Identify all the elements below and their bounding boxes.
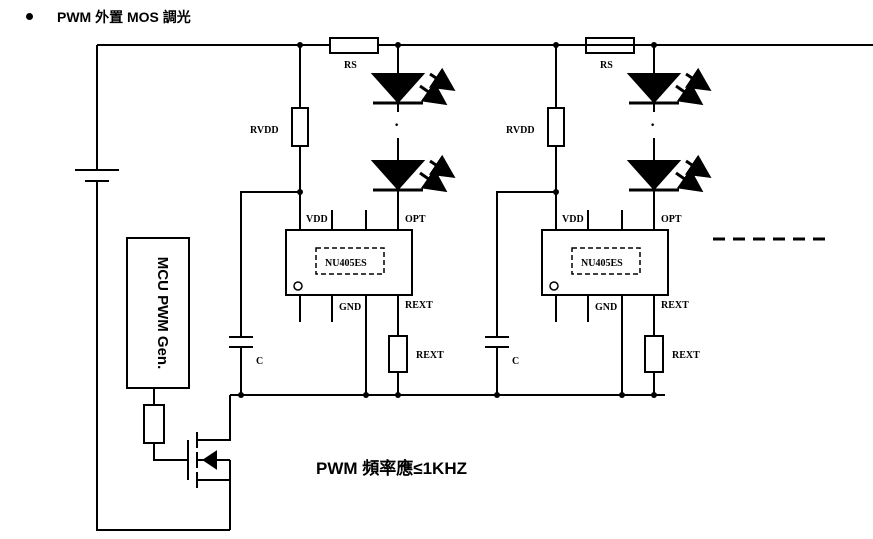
rext-resistor-label: REXT (416, 350, 444, 361)
vdd-pin-label: VDD (306, 214, 328, 225)
cap-label: C (256, 356, 263, 367)
vdd-pin-label: VDD (562, 214, 584, 225)
rext-resistor (388, 335, 408, 373)
rext-resistor (644, 335, 664, 373)
chip-marking-box (571, 247, 641, 275)
freq-note: PWM 頻率應≤1KHZ (316, 458, 467, 478)
light-arrow-icon (675, 168, 704, 193)
chip-marking-box (315, 247, 385, 275)
chip-body (541, 229, 669, 296)
gnd-pin-label: GND (339, 302, 361, 313)
cap-label: C (512, 356, 519, 367)
light-arrow-icon (684, 67, 712, 91)
junction-dot (395, 392, 401, 398)
battery-and-supply (75, 44, 330, 531)
gnd-pin-label: GND (595, 302, 617, 313)
rvdd-resistor (291, 107, 309, 147)
title-text: PWM 外置 MOS 調光 (57, 9, 191, 25)
driver-stage-2: RS RVDD C · NU405ES VDD OPT GND REXT REXT (485, 37, 873, 398)
led-icon (370, 73, 426, 104)
light-arrow-icon (684, 154, 712, 178)
chip-name: NU405ES (581, 258, 623, 269)
junction-dot (238, 392, 244, 398)
led-icon (370, 160, 426, 191)
junction-dot (494, 392, 500, 398)
rext-resistor-label: REXT (672, 350, 700, 361)
rs-resistor (329, 37, 379, 54)
rvdd-label: RVDD (506, 125, 535, 136)
junction-dot (651, 392, 657, 398)
led-icon (626, 160, 682, 191)
title: PWM 外置 MOS 調光 (26, 7, 191, 27)
light-arrow-icon (419, 168, 448, 193)
led-ellipsis: · (394, 117, 399, 134)
light-arrow-icon (419, 81, 448, 106)
led-icon (626, 73, 682, 104)
chip-body (285, 229, 413, 296)
junction-dot (363, 392, 369, 398)
rvdd-resistor (547, 107, 565, 147)
light-arrow-icon (675, 81, 704, 106)
rext-pin-label: REXT (661, 300, 689, 311)
opt-pin-label: OPT (661, 214, 682, 225)
pin1-dot-icon (549, 281, 559, 291)
gate-resistor-and-mosfet (143, 388, 231, 530)
rs-label: RS (600, 60, 613, 71)
light-arrow-icon (428, 154, 456, 178)
mcu-pwm-generator: MCU PWM Gen. (126, 237, 190, 389)
junction-dot (619, 392, 625, 398)
rvdd-label: RVDD (250, 125, 279, 136)
bullet-icon (26, 12, 33, 20)
pin1-dot-icon (293, 281, 303, 291)
driver-stage-1: RS RVDD C · NU405ES VDD OPT GND REXT REXT (229, 37, 555, 398)
rs-label: RS (344, 60, 357, 71)
light-arrow-icon (428, 67, 456, 91)
rext-pin-label: REXT (405, 300, 433, 311)
chip-name: NU405ES (325, 258, 367, 269)
led-ellipsis: · (650, 117, 655, 134)
mcu-label: MCU PWM Gen. (154, 257, 171, 370)
opt-pin-label: OPT (405, 214, 426, 225)
